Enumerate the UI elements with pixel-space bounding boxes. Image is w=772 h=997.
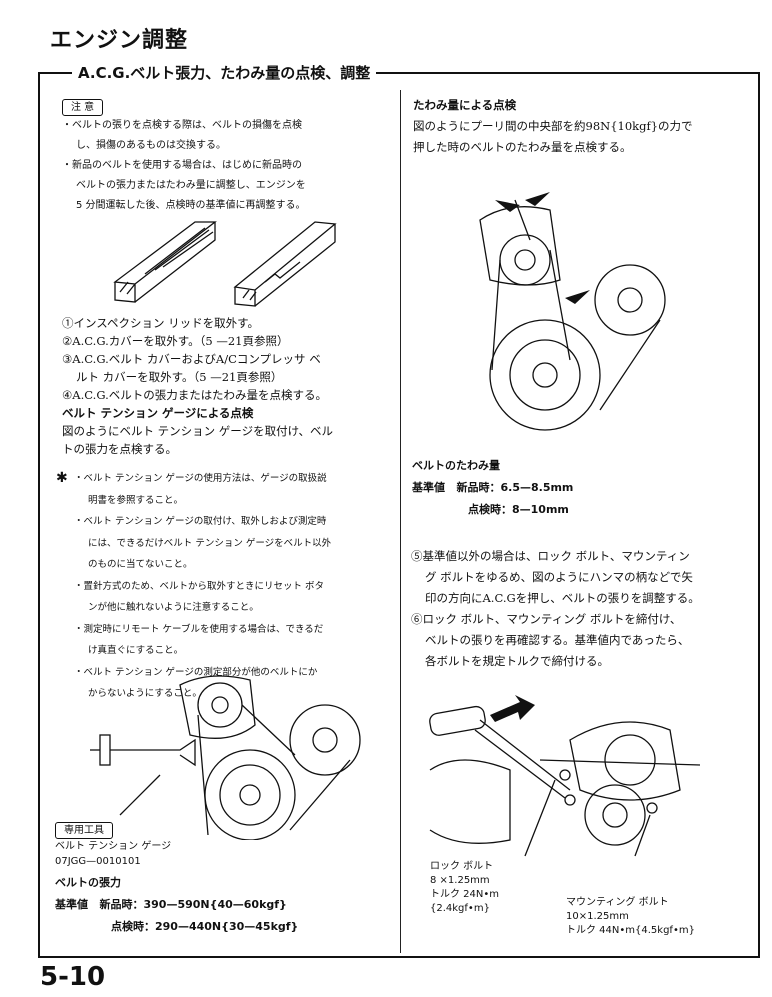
note-line: からないようにすること。 bbox=[88, 688, 202, 699]
page-number: 5-10 bbox=[40, 962, 106, 992]
step-3: ③A.C.G.ベルト カバーおよびA/Cコンプレッサ ベ bbox=[62, 352, 321, 366]
note-line: ・置針方式のため、ベルトから取外すときにリセット ボタ bbox=[74, 580, 325, 592]
step-5-cont: 印の方向にA.C.Gを押し、ベルトの張りを調整する。 bbox=[425, 591, 700, 605]
step-2: ②A.C.G.カバーを取外す。（5 —21頁参照） bbox=[62, 334, 289, 348]
tension-gauge-body: トの張力を点検する。 bbox=[62, 442, 177, 456]
note-line: ・ベルト テンション ゲージの測定部分が他のベルトにか bbox=[74, 666, 318, 678]
note-line: ・ベルト テンション ゲージの取付け、取外しおよび測定時 bbox=[74, 516, 327, 527]
belt-cross-section-illustration bbox=[113, 221, 337, 307]
note-line: 明書を参照すること。 bbox=[88, 494, 184, 506]
lock-bolt-torque: トルク 24N•m bbox=[430, 889, 500, 900]
new-value: 6.5—8.5mm bbox=[500, 481, 574, 494]
step-5-cont: グ ボルトをゆるめ、図のようにハンマの柄などで矢 bbox=[425, 570, 693, 584]
new-label: 新品時： bbox=[456, 481, 501, 494]
caution-line: 5 分間運転した後、点検時の基準値に再調整する。 bbox=[76, 200, 306, 211]
std-label: 基準値 bbox=[412, 481, 445, 494]
note-line: け真直ぐにすること。 bbox=[88, 645, 184, 656]
caution-line: し、損傷のあるものは交換する。 bbox=[76, 140, 226, 151]
step-4: ④A.C.G.ベルトの張力またはたわみ量を点検する。 bbox=[62, 388, 328, 402]
deflection-check: たわみ量による点検 図のようにプーリ間の中央部を約98N{10kgf}の力で 押… bbox=[413, 95, 693, 158]
tension-gauge-illustration bbox=[90, 675, 361, 840]
column-divider bbox=[400, 90, 401, 953]
caution-line: ・ベルトの張りを点検する際は、ベルトの損傷を点検 bbox=[62, 120, 302, 131]
page-title: エンジン調整 bbox=[50, 28, 189, 53]
section-title: A.C.G.ベルト張力、たわみ量の点検、調整 bbox=[72, 62, 377, 83]
note-line: のものに当てないこと。 bbox=[88, 559, 193, 570]
mounting-bolt-size: 10×1.25mm bbox=[566, 911, 629, 922]
step-6: ⑥ロック ボルト、マウンティング ボルトを締付け、 bbox=[411, 612, 682, 626]
adjustment-illustration bbox=[429, 695, 701, 857]
step-1: ①インスペクション リッドを取外す。 bbox=[62, 316, 259, 330]
lock-bolt-torque-kgf: {2.4kgf•m} bbox=[430, 903, 490, 914]
note-line: ・測定時にリモート ケーブルを使用する場合は、できるだ bbox=[74, 623, 324, 635]
new-value: 390—590N{40—60kgf} bbox=[143, 898, 287, 911]
insp-value: 8—10mm bbox=[512, 503, 569, 516]
mounting-bolt-callout: マウンティング ボルト 10×1.25mm トルク 44N•m{4.5kgf•m… bbox=[566, 896, 695, 938]
step-3-cont: ルト カバーを取外す。（5 —21頁参照） bbox=[76, 370, 283, 384]
caution-label: 注 意 bbox=[62, 99, 104, 116]
step-6-cont: ベルトの張りを再確認する。基準値内であったら、 bbox=[425, 633, 690, 647]
mounting-bolt-torque: トルク 44N•m{4.5kgf•m} bbox=[566, 925, 695, 936]
note-line: には、できるだけベルト テンション ゲージをベルト以外 bbox=[88, 537, 332, 549]
step-5: ⑤基準値以外の場合は、ロック ボルト、マウンティン bbox=[411, 549, 690, 563]
deflection-check-body: 押した時のベルトのたわみ量を点検する。 bbox=[413, 140, 632, 154]
deflection-check-body: 図のようにプーリ間の中央部を約98N{10kgf}の力で bbox=[413, 119, 693, 133]
caution-line: ・新品のベルトを使用する場合は、はじめに新品時の bbox=[62, 160, 302, 171]
tension-gauge-notes: ✱ ・ベルト テンション ゲージの使用方法は、ゲージの取扱説 明書を参照すること… bbox=[56, 468, 331, 705]
special-tool-part-no: 07JGG—0010101 bbox=[55, 856, 141, 867]
note-line: ンが他に触れないように注意すること。 bbox=[88, 602, 259, 613]
note-line: ・ベルト テンション ゲージの使用方法は、ゲージの取扱説 bbox=[74, 473, 327, 484]
belt-tension-spec: ベルトの張力 基準値 新品時：390—590N{40—60kgf} 点検時：29… bbox=[55, 872, 298, 938]
belt-deflection-spec: ベルトのたわみ量 基準値 新品時：6.5—8.5mm 点検時：8—10mm bbox=[412, 455, 573, 521]
insp-label: 点検時： bbox=[111, 920, 155, 933]
insp-value: 290—440N{30—45kgf} bbox=[155, 920, 299, 933]
lock-bolt-name: ロック ボルト bbox=[430, 861, 494, 872]
lock-bolt-size: 8 ×1.25mm bbox=[430, 875, 490, 886]
tension-gauge-heading: ベルト テンション ゲージによる点検 bbox=[62, 406, 254, 420]
mounting-bolt-name: マウンティング ボルト bbox=[566, 897, 669, 908]
belt-deflection-heading: ベルトのたわみ量 bbox=[412, 459, 500, 472]
belt-tension-heading: ベルトの張力 bbox=[55, 876, 121, 889]
deflection-check-heading: たわみ量による点検 bbox=[413, 98, 517, 112]
deflection-illustration bbox=[479, 192, 666, 431]
caution-line: ベルトの張力またはたわみ量に調整し、エンジンを bbox=[76, 180, 306, 191]
new-label: 新品時： bbox=[99, 898, 144, 911]
step-6-cont: 各ボルトを規定トルクで締付ける。 bbox=[425, 654, 609, 668]
special-tool-label: 専用工具 bbox=[55, 822, 113, 839]
asterisk-icon: ✱ bbox=[56, 470, 68, 486]
lock-bolt-callout: ロック ボルト 8 ×1.25mm トルク 24N•m {2.4kgf•m} bbox=[430, 860, 499, 916]
content-frame bbox=[38, 72, 760, 958]
caution-block: 注 意 ・ベルトの張りを点検する際は、ベルトの損傷を点検 し、損傷のあるものは交… bbox=[62, 95, 306, 216]
special-tool: 専用工具 ベルト テンション ゲージ 07JGG—0010101 bbox=[55, 818, 171, 869]
insp-label: 点検時： bbox=[468, 503, 512, 516]
std-label: 基準値 bbox=[55, 898, 88, 911]
steps-right: ⑤基準値以外の場合は、ロック ボルト、マウンティン グ ボルトをゆるめ、図のよう… bbox=[411, 546, 700, 672]
special-tool-name: ベルト テンション ゲージ bbox=[55, 841, 172, 852]
tension-gauge-body: 図のようにベルト テンション ゲージを取付け、ベル bbox=[62, 424, 334, 438]
steps-left: ①インスペクション リッドを取外す。 ②A.C.G.カバーを取外す。（5 —21… bbox=[62, 314, 333, 458]
